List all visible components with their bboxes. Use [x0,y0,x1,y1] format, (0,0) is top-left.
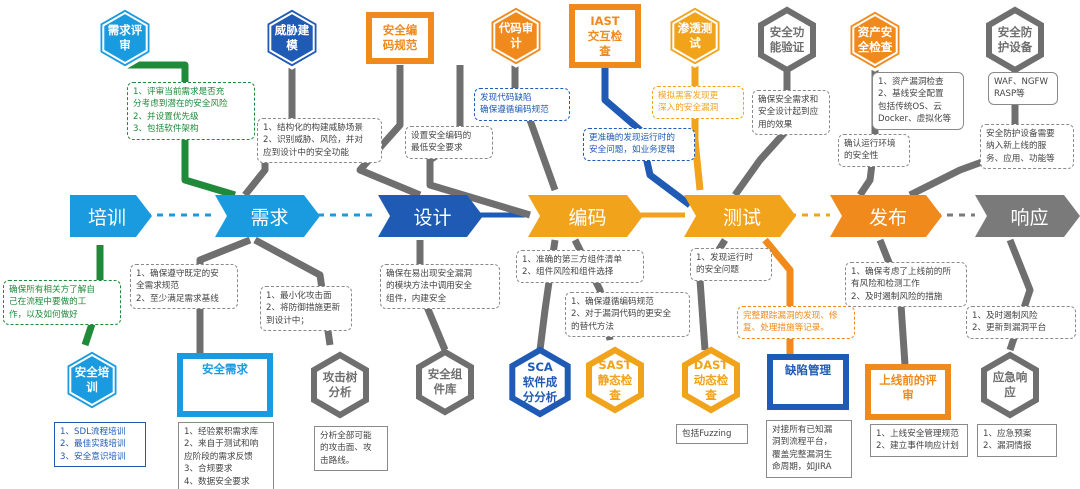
node-attack-tree-label: 攻击树 分析 [322,370,358,399]
test-note: 1、发现运行时 的安全问题 [690,248,772,281]
node-emergency-response [981,351,1039,419]
defect-note: 对接所有已知漏 洞到流程平台， 覆盖完整漏洞生 命周期，如JIRA [766,420,852,478]
attack-surface-note: 1、最小化攻击面 2、将防御措施更新 到设计中； [260,286,352,332]
node-sast-label: SAST 静态检 查 [597,357,633,402]
node-req-review-ring [102,11,148,65]
node-iast-label: IAST 交互检 查 [587,13,623,58]
secure-coding-note: 设置安全编码的 最低安全要求 [405,126,493,159]
node-dast-label: DAST 动态检 查 [693,357,729,402]
coding-note: 1、准确的第三方组件清单 2、组件风险和组件选择 [516,250,644,283]
node-sast [586,346,644,414]
track-note: 完整跟踪漏洞的发现、修 复、处理措施等记录。 [737,306,855,339]
node-threat-model [264,6,320,70]
node-secure-coding-spec-label: 安全编 码规范 [382,23,418,52]
stage-label-design: 设计 [413,206,452,229]
response-note: 1、及时遏制风险 2、更新到漏洞平台 [966,306,1076,339]
release-note: 确认运行环境 的安全性 [838,134,910,167]
node-defect-mgmt-label: 缺陷管理 [785,363,831,377]
asset-check-list: 1、资产漏洞检查 2、基线安全配置 包括传统OS、云 Docker、虚拟化等 [872,72,964,130]
req-review-note: 1、评审当前需求是否充 分考虑到潜在的安全风险 2、并设置优先级 3、包括软件架… [127,82,255,140]
node-asset-check-label: 资产安 全检查 [857,25,893,54]
emergency-list: 1、应急预案 2、漏洞情报 [977,424,1057,457]
node-pre-release-review-label: 上线前的评 审 [879,373,937,402]
stage-arrow-requirements [215,195,320,237]
sec-device-note: 安全防护设备需要 纳入新上线的服 务、应用、功能等 [980,124,1074,170]
dast-note: 包括Fuzzing [676,424,748,445]
iast-note: 更准确的发现运行时的 安全问题，如业务逻辑 [583,128,695,161]
node-sec-component-lib [416,348,474,416]
node-sec-training [64,348,120,412]
node-defect-mgmt [767,354,849,410]
stage-arrow-design [378,195,483,237]
node-pre-release-review [865,364,951,420]
pentest-note: 模拟黑客发现更 深入的安全漏洞 [652,86,744,119]
stage-arrow-coding [528,195,643,237]
node-sec-device [986,6,1044,74]
threat-model-note: 1、结构化的构建威胁场景 2、识别威胁、风险，并对 应到设计中的安全功能 [257,118,382,164]
stage-arrow-release [830,195,942,237]
req-note: 1、确保遵守既定的安 全需求规范 2、至少满足需求基线 [130,264,238,310]
sec-device-list: WAF、NGFW RASP等 [988,72,1058,105]
stage-label-testing: 测试 [722,206,761,229]
node-sec-training-ring [69,353,115,407]
code-audit-note: 发现代码缺陷 确保遵循编码规范 [474,88,570,121]
node-threat-model-label: 威胁建 模 [274,23,310,52]
node-code-audit-label: 代码审 计 [498,21,534,50]
node-sec-func-verify [758,6,816,74]
node-sec-device-label: 安全防 护设备 [997,25,1033,54]
training-note: 确保所有相关方了解自 己在流程中要做的工 作，以及如何做好 [3,280,121,326]
node-attack-tree [311,351,369,419]
stage-label-response: 响应 [1010,206,1049,229]
sec-func-note: 确保安全需求和 安全设计起到应 用的效果 [752,90,830,136]
node-code-audit [488,4,544,68]
sast-note: 1、确保遵循编码规范 2、对于漏洞代码的更安全 的替代方法 [565,292,690,338]
node-asset-check [847,8,903,72]
node-req-review-label: 需求评 审 [107,23,143,52]
node-pentest-ring [672,9,718,63]
attack-tree-note: 分析全部可能 的攻击面、攻 击路线。 [314,426,388,472]
stage-label-coding: 编码 [568,206,607,229]
req-list: 1、经验累积需求库 2、来自于测试和响 应阶段的需求反馈 3、合规要求 4、数据… [178,422,274,489]
stage-label-training: 培训 [87,206,126,229]
node-sca-label: SCA 软件成 分分析 [522,359,558,404]
node-pentest-label: 渗透测 试 [677,21,713,50]
stage-label-requirements: 需求 [250,206,289,229]
training-list: 1、SDL流程培训 2、最佳实践培训 3、安全意识培训 [54,422,146,468]
stage-arrow-testing [684,195,796,237]
node-threat-model-ring [269,11,315,65]
node-code-audit-ring [493,9,539,63]
node-sec-requirements [177,353,273,417]
node-sca [509,346,571,418]
node-sec-component-lib-label: 安全组 件库 [427,367,463,396]
node-asset-check-ring [852,13,898,67]
node-sec-requirements-label: 安全需求 [202,362,248,376]
stage-label-release: 发布 [868,206,907,229]
node-emergency-response-label: 应急响 应 [992,370,1028,399]
node-secure-coding-spec [366,12,434,64]
design-note: 确保在易出现安全漏洞 的模块方法中调用安全 组件，内建安全 [380,264,500,310]
node-iast [569,4,641,68]
node-sec-training-label: 安全培 训 [74,365,110,394]
node-dast [682,346,740,414]
stage-arrow-training [70,195,152,237]
release-bottom-note: 1、确保考虑了上线前的所 有风险和检测工作 2、及时遏制风险的措施 [845,262,967,308]
stage-arrow-response [975,195,1080,237]
pre-release-list: 1、上线安全管理规范 2、建立事件响应计划 [870,424,968,457]
node-pentest [667,4,723,68]
node-req-review [97,6,153,70]
node-sec-func-verify-label: 安全功 能验证 [769,25,805,54]
